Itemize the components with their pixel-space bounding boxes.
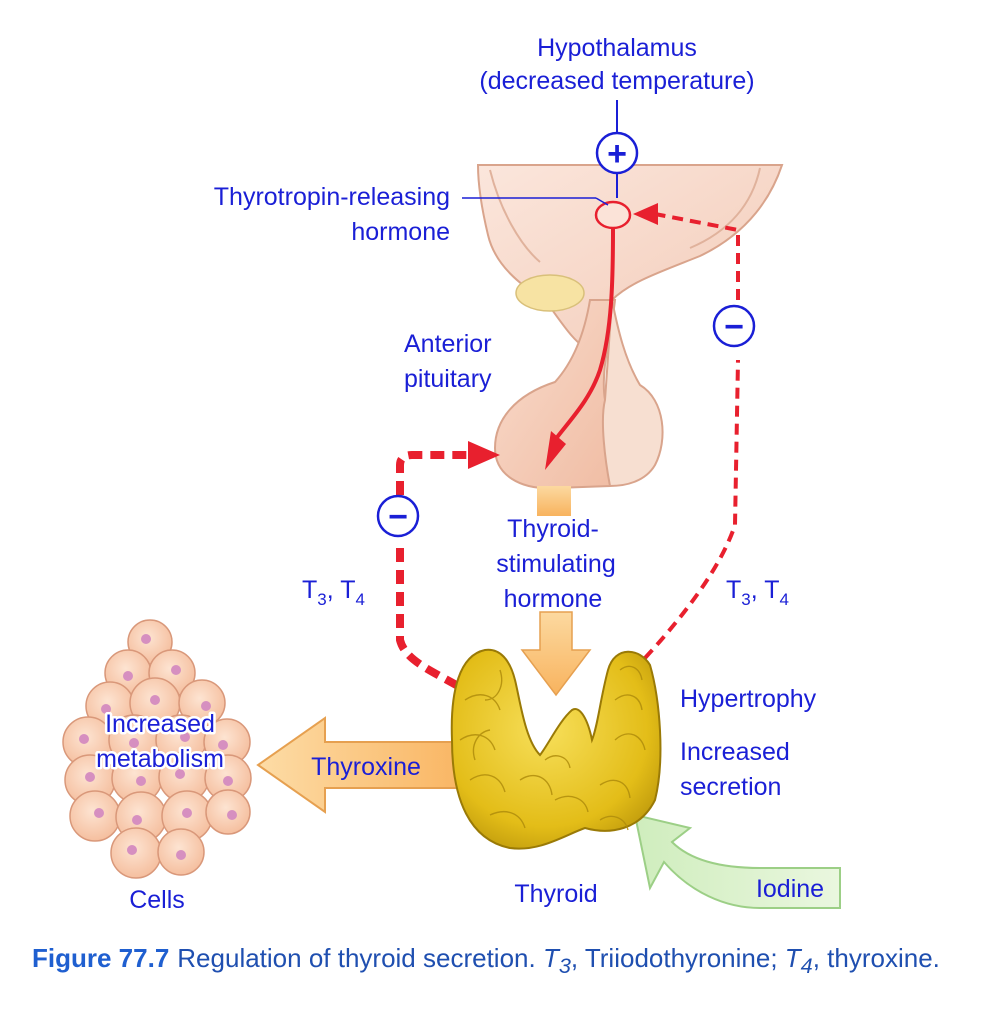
cell-nucleus [129,738,139,748]
label-increased-metabolism-line2: metabolism [96,745,224,773]
optic-chiasm [515,274,585,312]
cell-nucleus [182,808,192,818]
cell-nucleus [223,776,233,786]
label-hypertrophy: Hypertrophy [680,685,817,713]
labels: Hypothalamus (decreased temperature) Thy… [94,34,824,914]
label-pituitary: pituitary [404,365,492,393]
cell-nucleus [141,634,151,644]
label-anterior: Anterior [404,330,492,358]
cell-nucleus [171,665,181,675]
label-cells: Cells [129,886,185,914]
label-iodine: Iodine [756,875,824,903]
cell-nucleus [201,701,211,711]
caption-text-b: , Triiodothyronine; [570,943,785,973]
tsh-arrow [520,611,592,697]
label-trh-line1: Thyrotropin-releasing [214,183,450,211]
cell-nucleus [227,810,237,820]
cell-nucleus [180,732,190,742]
caption-t4: T4 [784,943,813,979]
caption-text-a: Regulation of thyroid secretion. [177,943,543,973]
hypothalamus-region [476,164,784,352]
label-trh-line2: hormone [351,218,450,246]
caption-text-c: , thyroxine. [812,943,940,973]
label-t3-t4-left: T3, T4 [302,576,365,609]
plus-sign-circle [595,131,639,175]
thyroxine-arrow [256,716,461,814]
label-tsh-line1: Thyroid- [507,515,599,543]
left-negative-feedback: − [376,441,500,690]
cell-nucleus [150,695,160,705]
cell-nucleus [136,776,146,786]
cell-nucleus [79,734,89,744]
cell-nucleus [85,772,95,782]
label-hypothalamus: Hypothalamus [537,34,697,62]
cell-nucleus [218,740,228,750]
plus-sign: + [607,135,627,173]
cell-nucleus [101,704,111,714]
label-thyroxine: Thyroxine [311,753,421,781]
minus-sign-left: − [388,498,408,536]
minus-sign-circle-right [712,304,756,348]
cell-nucleus [132,815,142,825]
right-negative-feedback: − [633,203,756,660]
cell-nucleus [127,845,137,855]
label-thyroid: Thyroid [514,880,597,908]
hypothalamus-stimulus: + [595,100,639,198]
pituitary-gland [493,299,664,516]
label-t3-t4-right: T3, T4 [726,576,789,609]
cells-cluster [62,619,252,879]
label-increased-secretion-line1: Increased [680,738,790,766]
thyroid-gland [450,648,662,850]
label-increased-metabolism-line1: Increased [105,710,215,738]
label-increased-secretion-line2: secretion [680,773,781,801]
caption-t3: T3 [542,943,571,979]
label-tsh-line2: stimulating [496,550,616,578]
cell-nucleus [94,808,104,818]
iodine-arrow [633,813,841,909]
cell-nucleus [175,769,185,779]
trh-nucleus [594,200,632,230]
trh-pathway [462,197,632,470]
cell-nucleus [123,671,133,681]
minus-sign-circle-left [376,494,420,538]
cell-nucleus [176,850,186,860]
figure-number: Figure 77.7 [32,943,170,973]
label-tsh-line3: hormone [504,585,603,613]
pituitary-stalk-tsh [537,486,571,516]
minus-sign-right: − [724,308,744,346]
label-decreased-temperature: (decreased temperature) [479,67,754,95]
